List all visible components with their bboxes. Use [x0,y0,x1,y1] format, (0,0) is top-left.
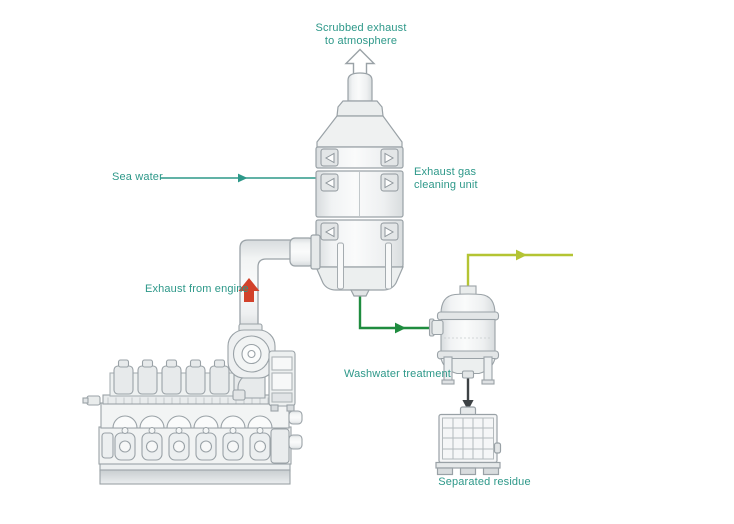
cleaning-unit-label: Exhaust gas cleaning unit [414,166,478,191]
cleaning-unit-label-line1: Exhaust gas [414,166,477,178]
exhaust-up-arrow-icon [238,278,260,302]
exhaust-from-engine-label: Exhaust from engine [145,283,249,295]
clean-water-discharge-line [466,249,573,292]
engine-cylinder-arches [112,415,273,429]
engine-drawing [82,323,303,485]
residue-flow-arrow [462,377,474,411]
engine-turbocharger [227,323,276,379]
separated-residue-label: Separated residue [438,476,531,488]
residue-arrow-icon [462,400,474,411]
sea-water-label: Sea water [112,171,163,183]
exhaust-gas-cleaning-unit [289,48,404,297]
scrubbed-exhaust-arrow-icon [344,48,376,77]
engine-aux-unit [268,350,303,450]
washwater-treatment-tank [428,285,500,385]
scrubbed-exhaust-label-line1: Scrubbed exhaust [315,22,407,34]
separated-residue-container [435,406,502,476]
scrubbed-exhaust-label-line2: to atmosphere [324,34,398,47]
engine-crankcase-doors [114,432,271,461]
sea-water-flow-line [160,173,316,183]
washwater-flow-line [358,290,436,334]
washwater-treatment-label: Washwater treatment [344,368,451,380]
discharge-arrow-icon [516,249,527,261]
scrubbed-exhaust-label: Scrubbed exhaust to atmosphere [296,22,426,47]
washwater-arrow-icon [395,322,406,334]
cleaning-unit-label-line2: cleaning unit [414,178,478,191]
scrubber-spray-brackets [320,148,399,241]
sea-water-arrow-icon [238,173,248,183]
